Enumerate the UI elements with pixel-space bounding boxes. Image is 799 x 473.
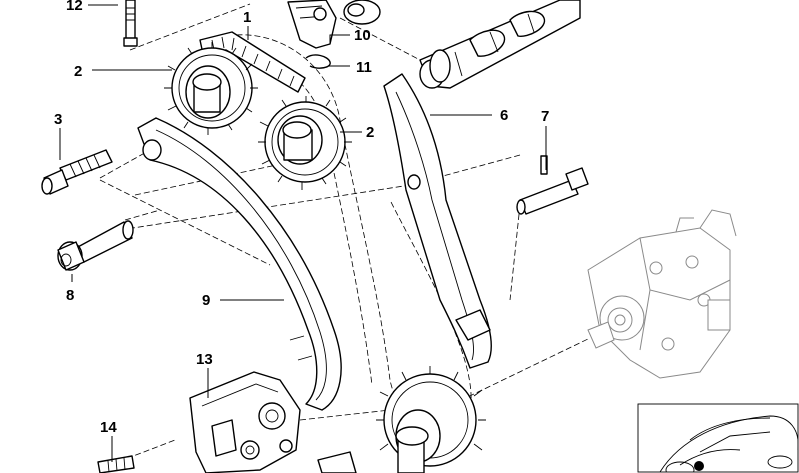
- stud-bolt-7: [516, 155, 589, 215]
- callout-10: 10: [354, 27, 371, 44]
- vehicle-location-inset: [637, 403, 799, 473]
- callout-3: 3: [54, 111, 62, 128]
- callout-7: 7: [541, 108, 549, 125]
- circlip-11: [305, 54, 331, 69]
- callout-labels: 12 1 10 11 2 3 2 6 7 8 9 13 14: [54, 0, 549, 436]
- callout-11: 11: [356, 59, 372, 76]
- bolt-12: [123, 0, 138, 47]
- chain-tensioner-13: [189, 371, 357, 473]
- bolt-3: [41, 149, 113, 195]
- crankshaft-sprocket: [376, 366, 486, 473]
- guide-rail-6: [383, 73, 492, 369]
- callout-2-lower: 2: [366, 124, 374, 141]
- bolt-14: [97, 455, 135, 473]
- tensioner-rail-9: [137, 117, 342, 411]
- sprocket-lower-cam: [258, 96, 352, 190]
- callout-6: 6: [500, 107, 508, 124]
- callout-9: 9: [202, 292, 210, 309]
- camshaft: [419, 0, 581, 89]
- bolt-8: [57, 220, 134, 271]
- callout-1: 1: [243, 9, 251, 26]
- sprocket-upper: [164, 42, 258, 135]
- assembly-axis-lines: [99, 3, 591, 466]
- callout-14: 14: [100, 419, 117, 436]
- leader-lines: [59, 4, 547, 462]
- callout-8: 8: [66, 287, 74, 304]
- location-marker-dot: [694, 461, 704, 471]
- callout-13: 13: [196, 351, 213, 368]
- callout-2-upper: 2: [74, 63, 82, 80]
- guide-clip-10: [287, 0, 337, 49]
- high-pressure-pump: [587, 209, 737, 379]
- callout-12: 12: [66, 0, 83, 14]
- bushing-top: [343, 0, 381, 25]
